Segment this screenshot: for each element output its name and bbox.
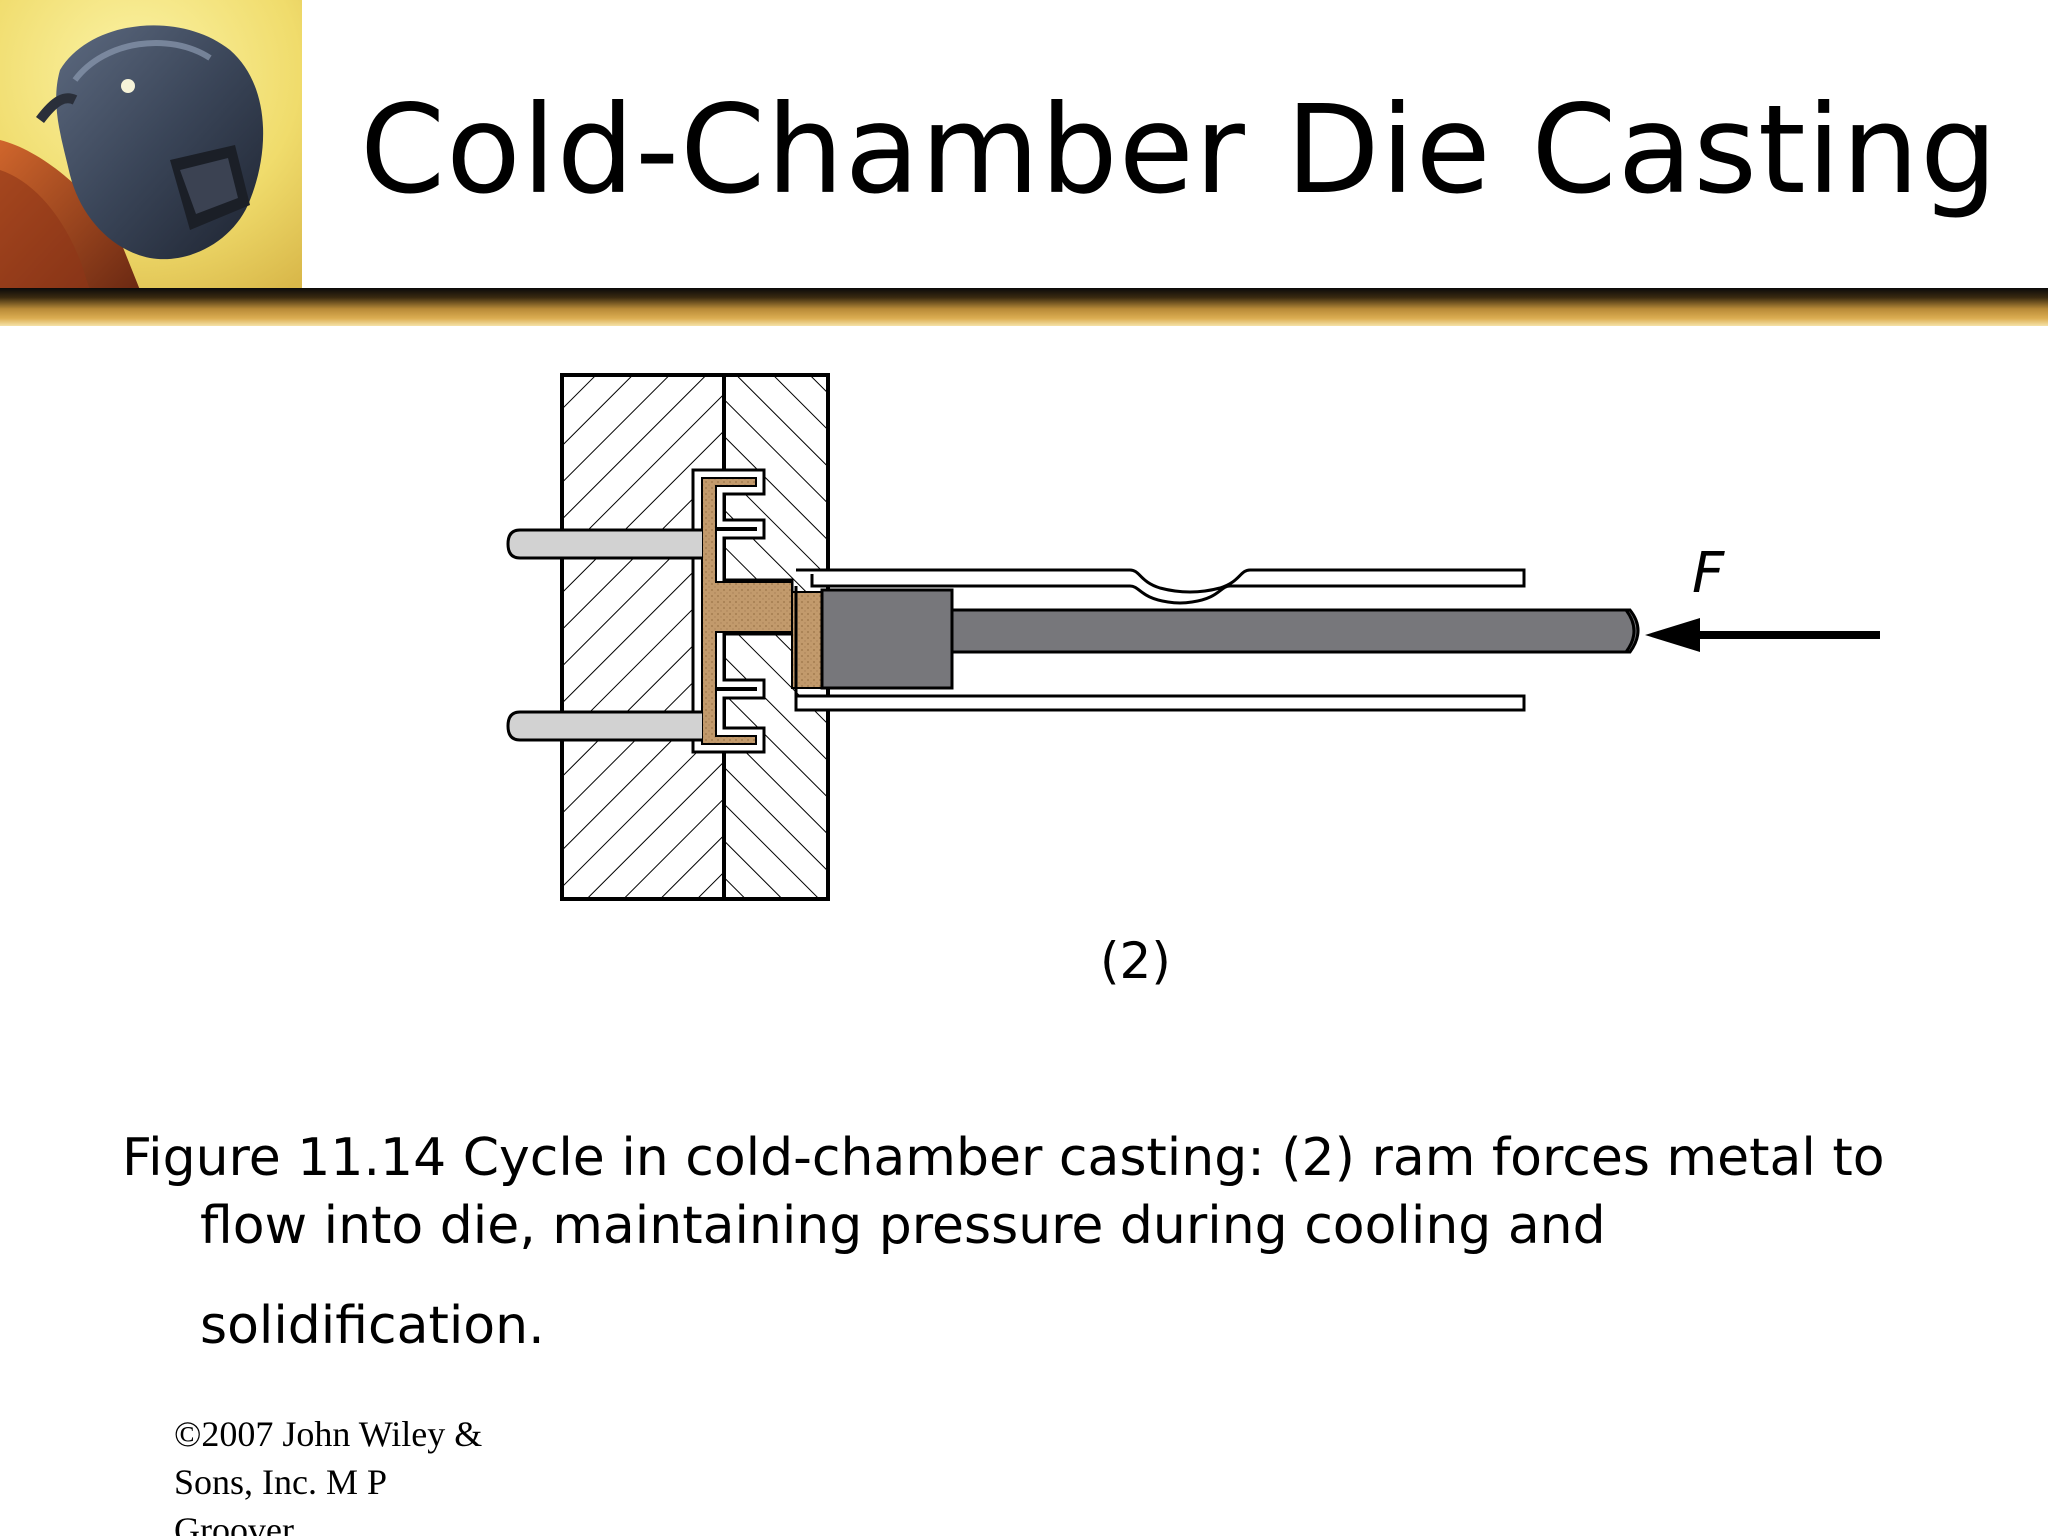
copyright-line-3: Groover [174, 1510, 294, 1536]
ram-plunger [820, 588, 1640, 690]
ejector-pin-upper [506, 528, 702, 560]
copyright-notice: ©2007 John Wiley & Sons, Inc. M P Groove… [174, 1410, 594, 1536]
ejector-pin-lower [506, 710, 702, 742]
header-divider [0, 288, 2048, 326]
figure-caption: Figure 11.14 Cycle in cold-chamber casti… [122, 1124, 1982, 1360]
shot-sleeve [794, 568, 1526, 712]
cold-chamber-diagram: F (2) [500, 360, 1900, 1020]
force-label: F [1692, 541, 1725, 606]
caption-line-3: solidification. [200, 1296, 545, 1356]
welder-helmet-icon [0, 0, 302, 290]
copyright-line-1: ©2007 John Wiley & [174, 1414, 483, 1454]
copyright-line-2: Sons, Inc. M P [174, 1462, 388, 1502]
force-arrow-icon [1645, 618, 1880, 652]
caption-line-1: Figure 11.14 Cycle in cold-chamber casti… [122, 1128, 1885, 1188]
slide-title: Cold-Chamber Die Casting [360, 79, 1999, 221]
caption-line-2: flow into die, maintaining pressure duri… [200, 1196, 1606, 1256]
figure-step-label: (2) [1100, 932, 1171, 990]
cast-metal-part [691, 468, 823, 754]
